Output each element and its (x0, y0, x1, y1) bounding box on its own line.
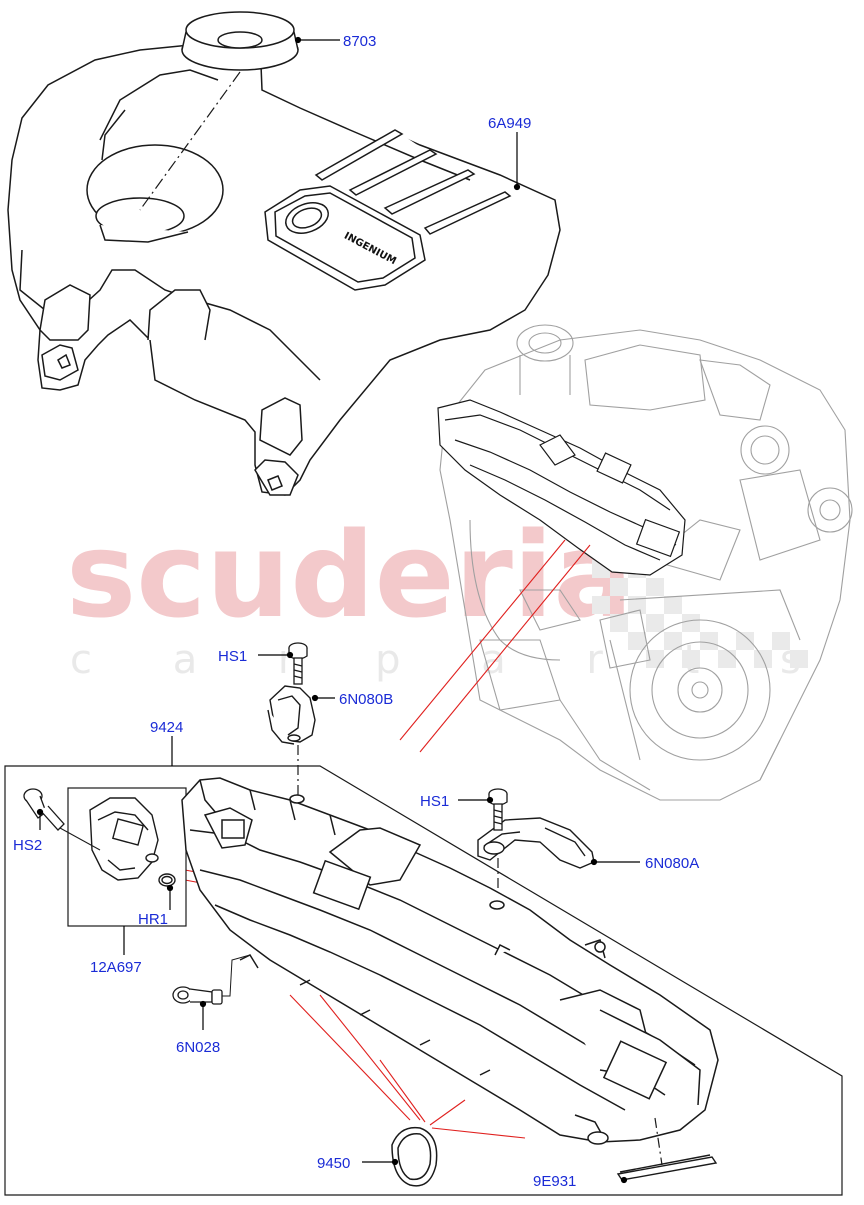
gasket-9e931 (616, 1154, 718, 1181)
bolt-hs2-line (59, 827, 101, 851)
seal-9450 (391, 1126, 438, 1187)
bracket-6n080a (477, 817, 595, 869)
watermark-main-text: scuderia (66, 506, 633, 644)
gasket-center-line (654, 1117, 663, 1166)
intake-manifold-9424 (181, 777, 719, 1145)
label-hs1-right[interactable]: HS1 (420, 793, 449, 810)
label-12a697[interactable]: 12A697 (90, 959, 142, 976)
callout-leaders (36, 36, 640, 1184)
label-9450[interactable]: 9450 (317, 1155, 350, 1172)
grommet-8703 (181, 11, 299, 71)
label-6n028[interactable]: 6N028 (176, 1039, 220, 1056)
label-6n080a[interactable]: 6N080A (645, 855, 699, 872)
watermark: scuderia c a r p a r t s (66, 506, 808, 683)
grommet-center-line (139, 71, 241, 211)
label-6n080b[interactable]: 6N080B (339, 691, 393, 708)
label-9e931[interactable]: 9E931 (533, 1173, 576, 1190)
label-hr1[interactable]: HR1 (138, 911, 168, 928)
actuator-12a697 (89, 797, 159, 881)
o-ring-hr1 (158, 873, 176, 887)
sensor-6n028-line (222, 954, 251, 997)
manifold-installed-view (437, 399, 686, 576)
engine-assembly-ghost (439, 324, 853, 801)
assembly-frame-9424 (4, 765, 843, 1196)
label-9424[interactable]: 9424 (150, 719, 183, 736)
bracket-6n080b (267, 685, 316, 745)
bolt-hs2 (23, 788, 65, 831)
label-hs1-upper[interactable]: HS1 (218, 648, 247, 665)
bolt-hs1-upper (288, 642, 308, 685)
label-8703[interactable]: 8703 (343, 33, 376, 50)
callout-labels: 8703 6A949 HS1 6N080B 9424 HS1 HS2 6N080… (13, 33, 699, 1190)
sensor-6n028 (172, 986, 223, 1005)
engine-cover (7, 39, 561, 496)
label-6a949[interactable]: 6A949 (488, 115, 531, 132)
label-hs2[interactable]: HS2 (13, 837, 42, 854)
bolt-hs1-right (488, 788, 508, 831)
